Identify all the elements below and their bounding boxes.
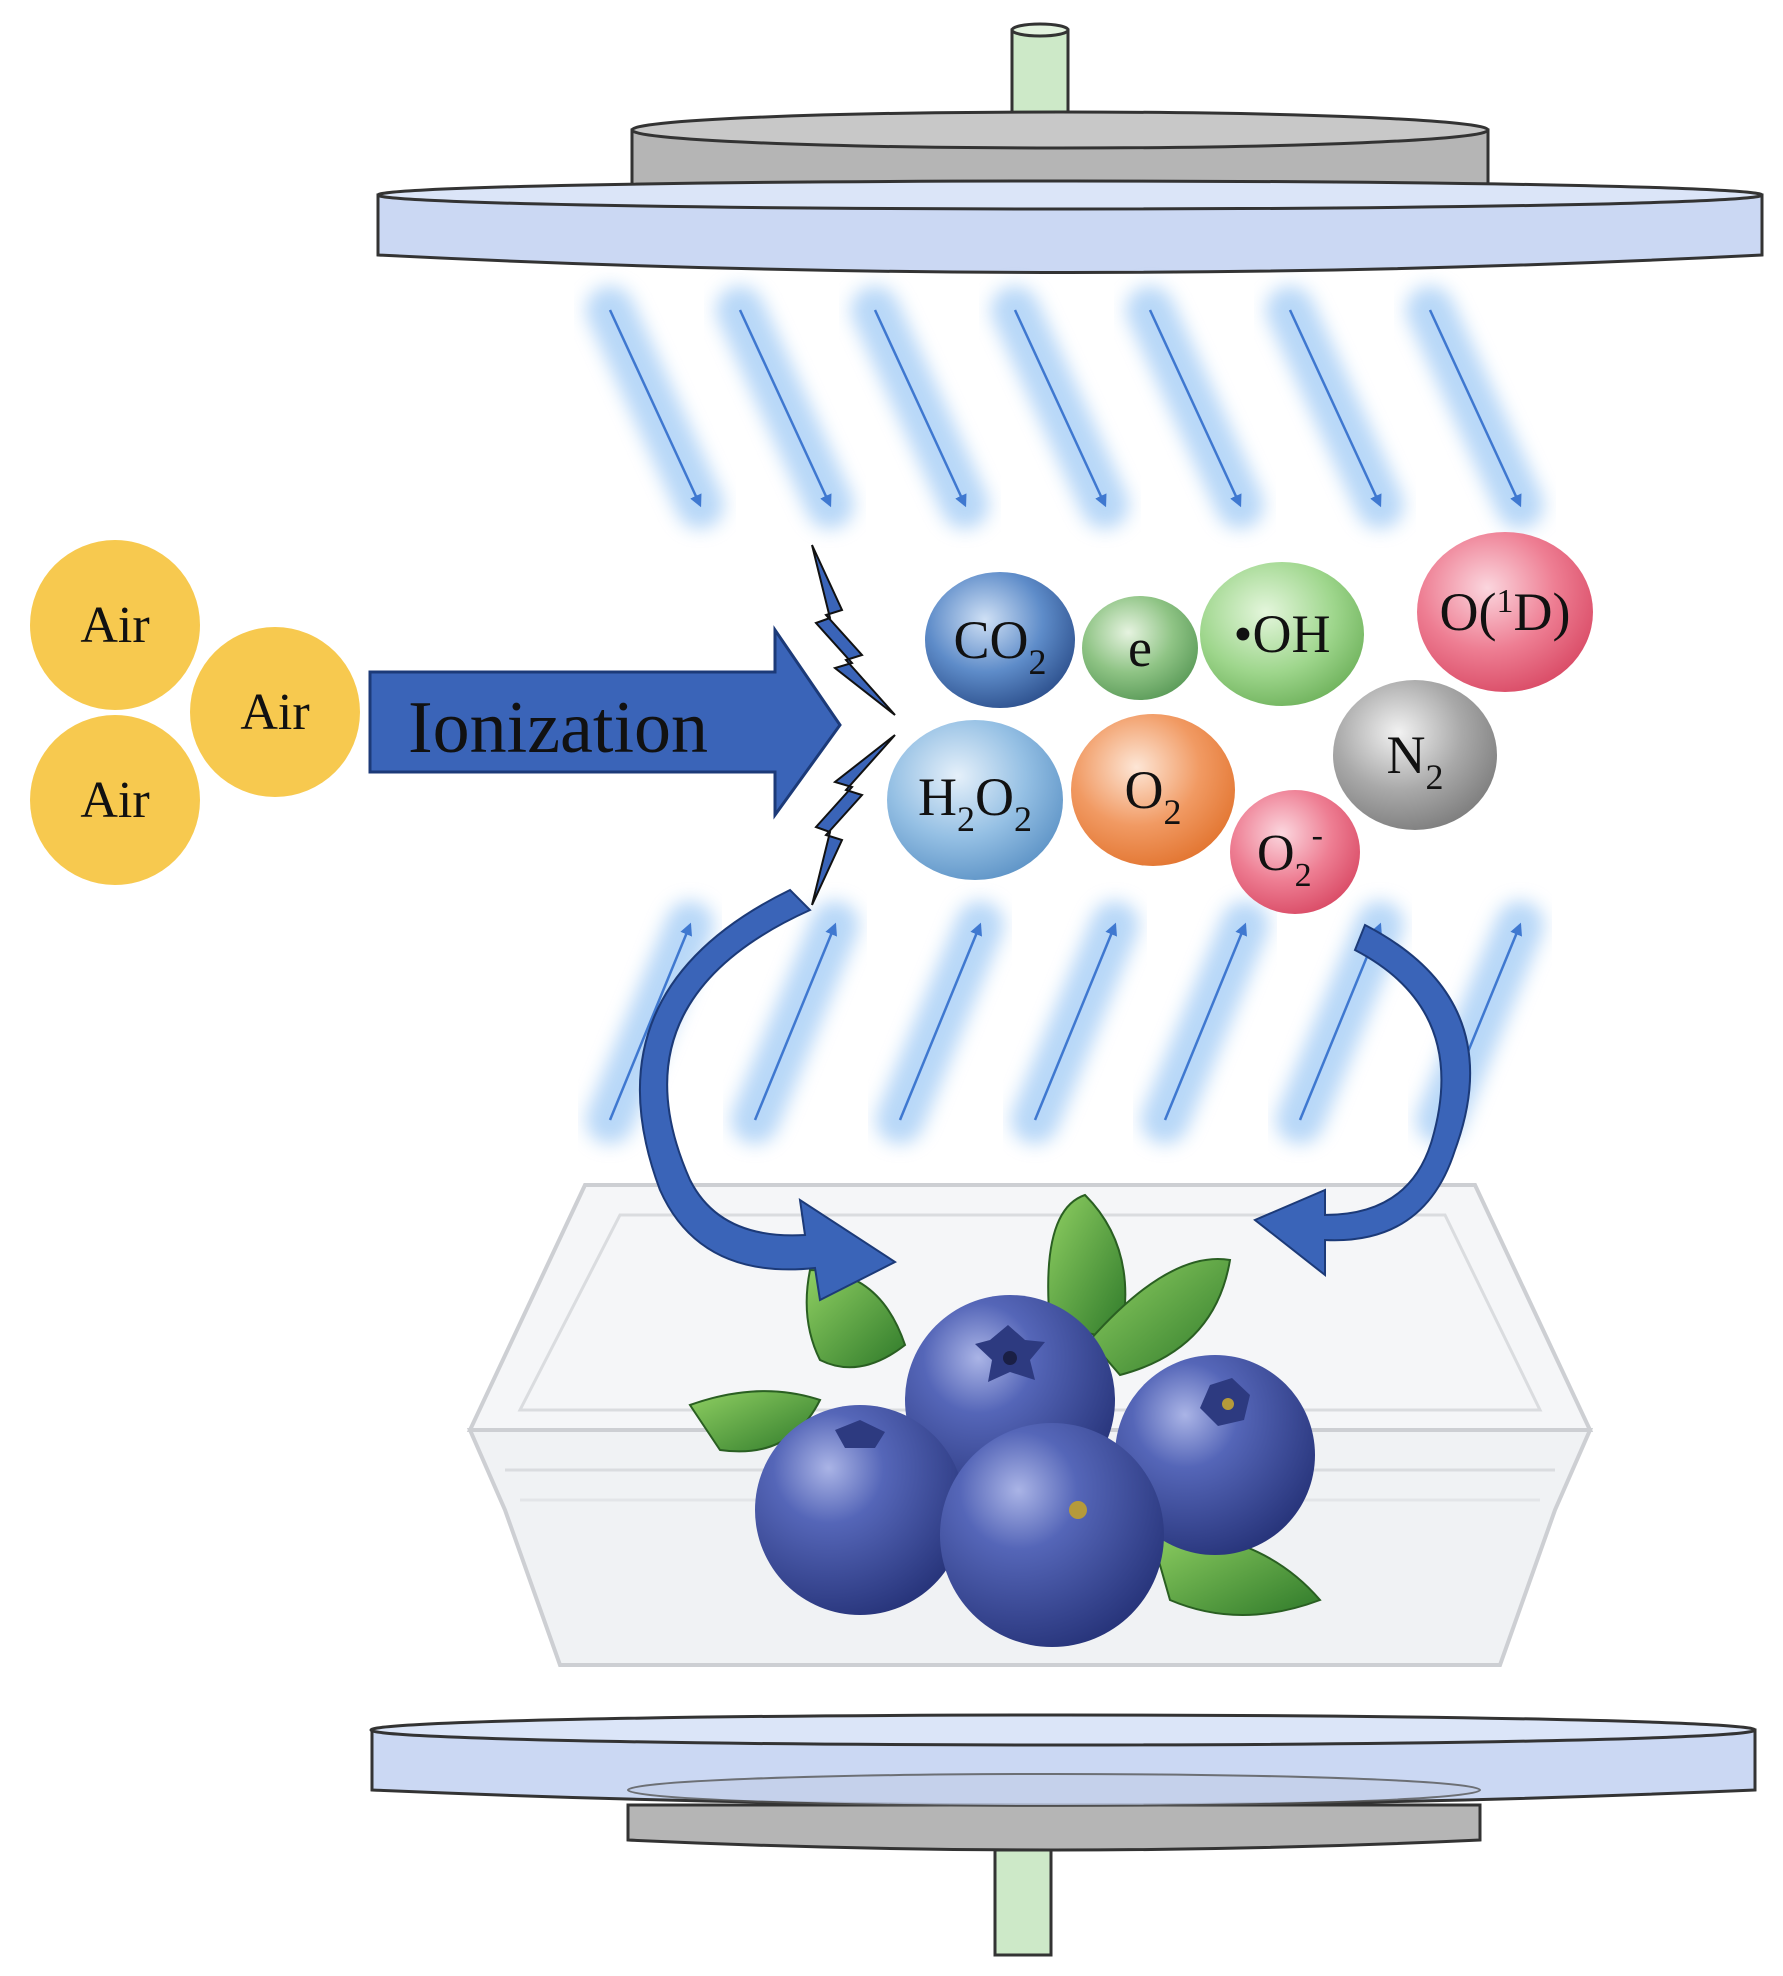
top-electrode-plate — [376, 193, 1764, 274]
species-singlet-oxygen: O(1D) — [1417, 532, 1593, 692]
species-sub: 2 — [1426, 757, 1444, 797]
species-sub: 2 — [1295, 857, 1312, 894]
field-line-up — [898, 922, 982, 1121]
blueberry — [755, 1405, 965, 1615]
field-line-up — [1163, 922, 1247, 1121]
curved-arrow-right — [1253, 923, 1472, 1278]
species-h2o2: H2O2 — [887, 720, 1063, 880]
field-line-down — [1288, 309, 1382, 508]
field-line-up — [753, 922, 837, 1121]
blueberries-icon — [755, 1295, 1315, 1647]
air-molecule: Air — [30, 540, 200, 710]
curved-arrow-left — [639, 888, 897, 1302]
svg-text:H2O2: H2O2 — [918, 767, 1032, 839]
species-main: O — [1257, 825, 1295, 882]
species-sup: - — [1312, 817, 1323, 854]
blueberry — [1115, 1355, 1315, 1555]
species-sub: 2 — [957, 799, 975, 839]
leaves — [688, 1193, 1322, 1616]
species-electron: e — [1082, 596, 1198, 700]
svg-text:O2: O2 — [1125, 760, 1182, 832]
air-label: Air — [80, 597, 149, 654]
species-main: e — [1128, 618, 1152, 678]
species-sub: 2 — [1014, 799, 1032, 839]
field-line-down — [1428, 309, 1522, 508]
species-main: CO — [953, 610, 1028, 670]
air-molecule: Air — [190, 627, 360, 797]
species-sub: 2 — [1164, 792, 1182, 832]
species-main: H — [918, 767, 957, 827]
species-sub: 2 — [1029, 642, 1047, 682]
field-line-down — [738, 309, 832, 508]
bottom-connector — [993, 1848, 1053, 1957]
ionization-label: Ionization — [408, 687, 708, 769]
species-n2: N2 — [1333, 680, 1497, 830]
field-line-down — [1013, 309, 1107, 508]
field-line-down — [873, 309, 967, 508]
bottom-electrode-icon — [369, 1713, 1757, 1957]
field-line-up — [1033, 922, 1117, 1121]
blueberry — [940, 1423, 1164, 1647]
species-tail: D) — [1514, 582, 1571, 642]
lightning-bolt-icon — [811, 544, 896, 716]
svg-text:N2: N2 — [1387, 725, 1444, 797]
air-molecule: Air — [30, 715, 200, 885]
species-main: •OH — [1234, 604, 1331, 664]
species-co2: CO2 — [925, 572, 1075, 708]
species-superoxide: O2- — [1230, 790, 1360, 914]
species-main: O — [1125, 760, 1164, 820]
species-hydroxyl: •OH — [1200, 562, 1364, 706]
field-line-up — [608, 922, 692, 1121]
bottom-electrode-body — [626, 1803, 1482, 1852]
svg-text:O(1D): O(1D) — [1440, 582, 1571, 642]
species-mid: O — [975, 767, 1014, 827]
species-o2: O2 — [1071, 714, 1235, 866]
field-line-down — [1148, 309, 1242, 508]
svg-text:CO2: CO2 — [953, 610, 1046, 682]
lightning-bolt-icon — [811, 734, 896, 906]
ionization-arrow: Ionization — [368, 625, 842, 820]
field-lines-top — [586, 286, 1544, 529]
field-line-down — [608, 309, 702, 508]
species-sup: 1 — [1497, 583, 1514, 620]
top-electrode-icon — [376, 22, 1764, 274]
air-label: Air — [240, 684, 309, 741]
species-main: O( — [1440, 582, 1497, 642]
svg-text:O2-: O2- — [1257, 817, 1323, 894]
species-main: N — [1387, 725, 1426, 785]
air-label: Air — [80, 772, 149, 829]
